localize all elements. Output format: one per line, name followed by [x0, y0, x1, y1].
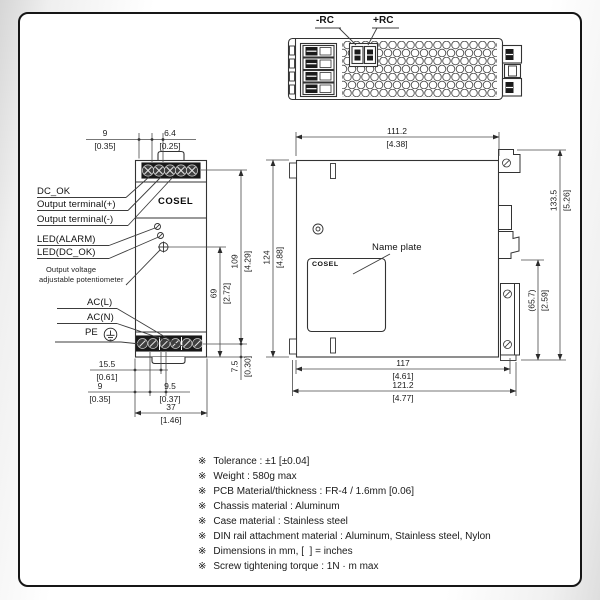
note-screw-torque: ※Screw tightening torque : 1N · m max	[198, 561, 379, 572]
dim-right-69: 69[2.72]	[208, 282, 232, 304]
name-plate-label: Name plate	[372, 242, 422, 253]
callout-ac-n: AC(N)	[87, 312, 114, 323]
dim-rail-65-7: (65.7)[2.59]	[526, 288, 550, 312]
voltage-potentiometer	[158, 241, 169, 253]
ac-input-terminal-block	[135, 335, 203, 352]
side-view-drawing	[289, 149, 521, 361]
dim-height-124: 124[4.88]	[261, 246, 285, 268]
din-rail-clips-top-view	[501, 44, 523, 97]
note-case: ※Case material : Stainless steel	[198, 516, 348, 527]
cosel-logo-nameplate: COSEL	[312, 261, 339, 268]
dim-bottom-9-5: 9.5[0.37]	[159, 380, 181, 404]
rc-terminal-block	[348, 42, 379, 68]
dim-rail-133-5: 133.5[5.26]	[548, 189, 572, 211]
front-view-dimension-lines	[86, 133, 289, 417]
front-view-drawing	[37, 150, 208, 365]
callout-potentiometer-line1: Output voltage	[46, 265, 97, 274]
dim-right-109: 109[4.29]	[229, 250, 253, 272]
top-view-drawing	[287, 27, 523, 101]
plus-rc-label: +RC	[373, 15, 394, 26]
din-edge-tabs	[289, 45, 295, 95]
top-input-terminal-block	[299, 42, 338, 98]
dim-top-6-4: 6.4[0.25]	[159, 128, 181, 151]
earth-ground-icon	[103, 327, 118, 342]
callout-pe: PE	[85, 327, 98, 338]
note-pcb: ※PCB Material/thickness : FR-4 / 1.6mm […	[198, 486, 415, 497]
callout-led-dc-ok: LED(DC_OK)	[37, 247, 96, 258]
callout-led-alarm: LED(ALARM)	[37, 234, 96, 245]
rc-leader-lines	[315, 27, 399, 46]
note-tolerance: ※Tolerance : ±1 [±0.04]	[198, 456, 310, 467]
dim-top-9: 9[0.35]	[94, 128, 116, 151]
callout-potentiometer-line2: adjustable potentiometer	[39, 275, 124, 284]
name-plate-outline	[306, 257, 387, 333]
dim-right-7-5: 7.5[0.30]	[229, 355, 253, 377]
callout-output-terminal-minus: Output terminal(-)	[37, 214, 114, 225]
led-dc-ok-indicator	[157, 232, 164, 239]
din-rail-profile	[498, 149, 521, 361]
notes-block: ※Tolerance : ±1 [±0.04] ※Weight : 580g m…	[198, 454, 491, 574]
dim-width-111-2: 111.2[4.38]	[386, 125, 408, 149]
side-view-dimension-lines	[292, 132, 566, 396]
callout-dc-ok: DC_OK	[37, 186, 71, 197]
dim-depth-117: 117[4.61]	[392, 357, 414, 381]
callout-ac-l: AC(L)	[87, 297, 113, 308]
minus-rc-label: -RC	[316, 15, 335, 26]
dim-bottom-37: 37[1.46]	[160, 401, 182, 425]
cosel-logo-front: COSEL	[158, 196, 194, 207]
mounting-mark	[312, 223, 324, 235]
note-chassis: ※Chassis material : Aluminum	[198, 501, 340, 512]
output-terminal-block	[141, 162, 201, 179]
note-weight: ※Weight : 580g max	[198, 471, 297, 482]
name-plate-leader	[352, 253, 391, 275]
dim-bottom-9: 9[0.35]	[89, 380, 111, 404]
note-dimensions-unit: ※Dimensions in mm, [ ] = inches	[198, 546, 353, 557]
note-din-rail: ※DIN rail attachment material : Aluminum…	[198, 531, 491, 542]
led-alarm-indicator	[154, 223, 161, 230]
callout-output-terminal-plus: Output terminal(+)	[37, 199, 116, 210]
callout-leader-lines	[37, 176, 184, 347]
dim-bottom-15-5: 15.5[0.61]	[96, 358, 118, 382]
dim-depth-121-2: 121.2[4.77]	[392, 379, 414, 403]
